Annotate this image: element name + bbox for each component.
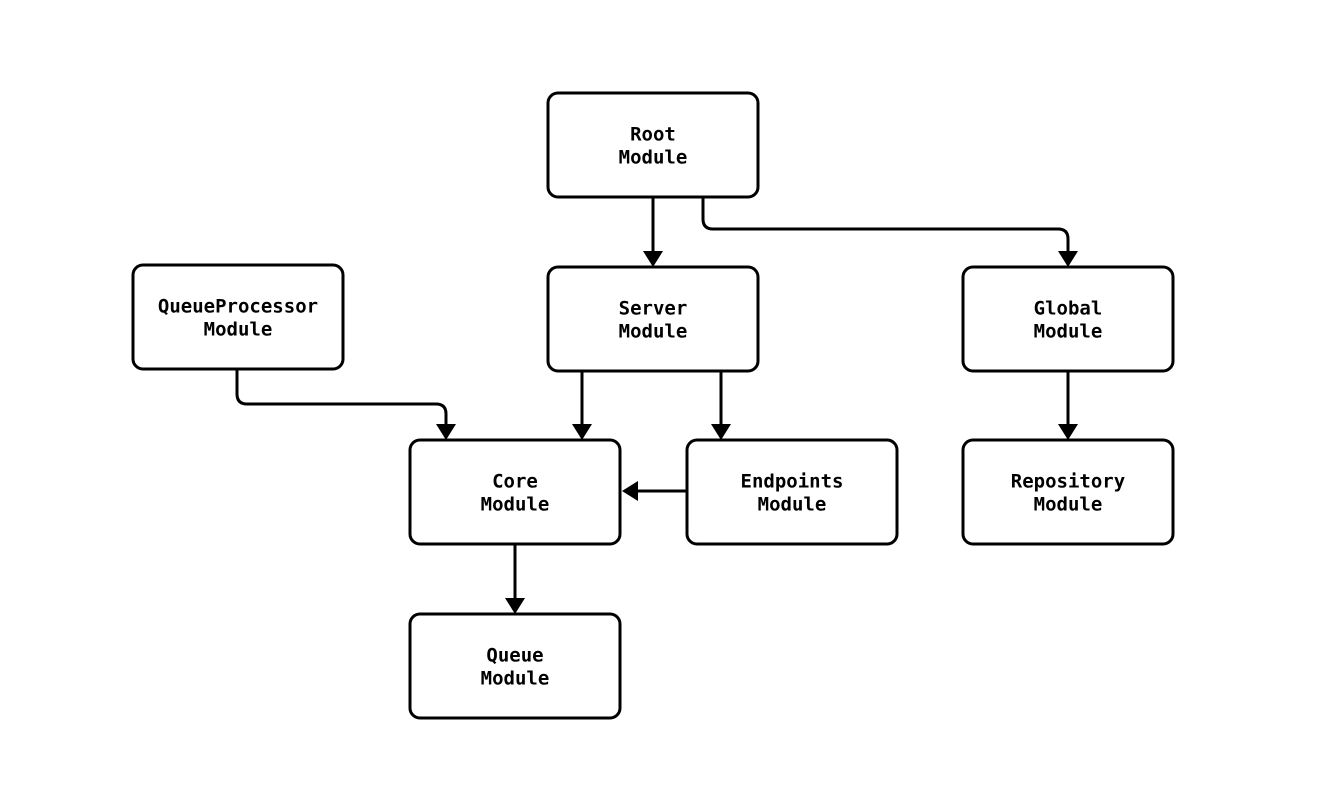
edge-queueprocessor-to-core-arrowhead-icon [436, 424, 456, 440]
queueprocessor-module-box[interactable] [131, 263, 345, 371]
edge-root-to-global-line [701, 197, 1070, 251]
repository-module-label-line1: Repository [1011, 470, 1125, 492]
endpoints-module-label-line1: Endpoints [741, 470, 844, 492]
edge-root-to-server [643, 197, 663, 267]
edge-core-to-queue [505, 544, 525, 614]
server-module-label-line2: Module [619, 320, 688, 342]
queue-module-box[interactable] [408, 612, 622, 720]
edge-global-to-repository [1058, 371, 1078, 440]
edge-endpoints-to-core-arrowhead-icon [622, 481, 638, 501]
global-module-label-line2: Module [1034, 320, 1103, 342]
root-module-box[interactable] [546, 91, 760, 199]
queueprocessor-module-label-line1: QueueProcessor [158, 295, 318, 317]
queue-module-label-line1: Queue [486, 644, 543, 666]
global-module-label-line1: Global [1034, 297, 1103, 319]
queueprocessor-module-label-line2: Module [204, 318, 273, 340]
endpoints-module-box[interactable] [685, 438, 899, 546]
root-module-label-line1: Root [630, 123, 676, 145]
edge-global-to-repository-arrowhead-icon [1058, 424, 1078, 440]
queue-module-label-line2: Module [481, 667, 550, 689]
root-module-label-line2: Module [619, 146, 688, 168]
edge-server-to-endpoints-arrowhead-icon [711, 424, 731, 440]
edge-server-to-core [572, 371, 592, 440]
endpoints-module-label-line2: Module [758, 493, 827, 515]
edge-server-to-endpoints [711, 371, 731, 440]
core-module-box[interactable] [408, 438, 622, 546]
edge-root-to-global [701, 197, 1078, 267]
core-module-label-line1: Core [492, 470, 538, 492]
repository-module-label-line2: Module [1034, 493, 1103, 515]
edge-root-to-global-arrowhead-icon [1058, 251, 1078, 267]
edges-layer [235, 197, 1078, 614]
repository-module-box[interactable] [961, 438, 1175, 546]
edge-endpoints-to-core [622, 481, 687, 501]
edge-root-to-server-arrowhead-icon [643, 251, 663, 267]
edge-queueprocessor-to-core [235, 369, 456, 440]
edge-core-to-queue-arrowhead-icon [505, 598, 525, 614]
core-module-label-line2: Module [481, 493, 550, 515]
edge-server-to-core-arrowhead-icon [572, 424, 592, 440]
edge-queueprocessor-to-core-line [235, 369, 448, 424]
server-module-label-line1: Server [619, 297, 688, 319]
server-module-box[interactable] [546, 265, 760, 373]
global-module-box[interactable] [961, 265, 1175, 373]
